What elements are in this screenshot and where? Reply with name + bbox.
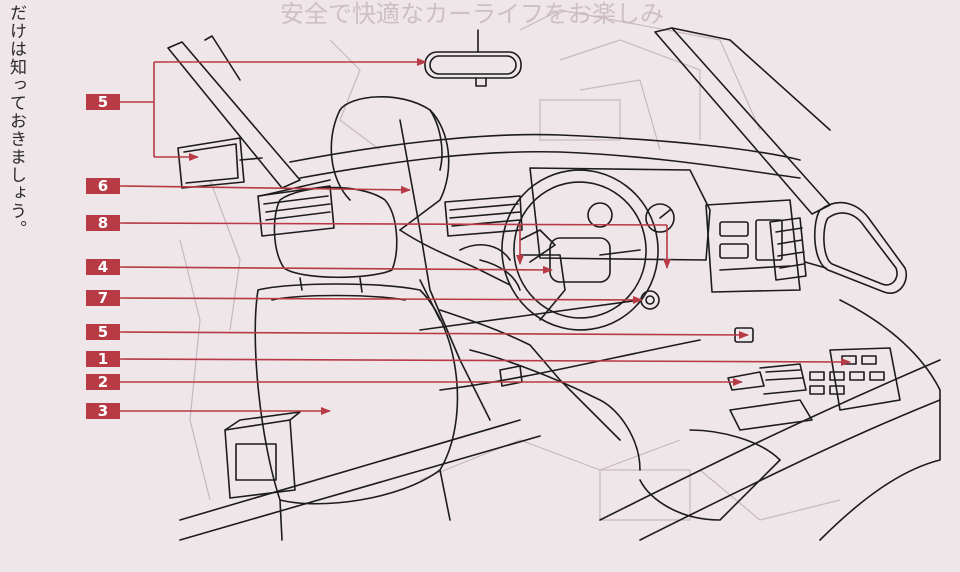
vertical-japanese-text: だけは知っておきましょう。 bbox=[6, 4, 26, 238]
callout-5-bottom: 5 bbox=[86, 323, 749, 341]
rear-seat-cushion bbox=[224, 411, 301, 499]
faint-background-sketch bbox=[179, 9, 841, 521]
center-air-vents bbox=[444, 195, 523, 237]
callouts: 5 6 8 4 bbox=[86, 58, 851, 420]
svg-text:5: 5 bbox=[98, 93, 108, 111]
callout-7: 7 bbox=[86, 289, 643, 307]
door-panel bbox=[819, 299, 941, 541]
callout-3: 3 bbox=[86, 402, 331, 420]
svg-text:8: 8 bbox=[98, 214, 108, 232]
svg-text:7: 7 bbox=[98, 289, 108, 307]
center-stack-controls bbox=[705, 199, 801, 293]
driver-seat bbox=[254, 283, 459, 541]
callout-4: 4 bbox=[86, 258, 553, 276]
right-side-mirror bbox=[804, 201, 907, 294]
svg-text:6: 6 bbox=[98, 177, 108, 195]
callout-8: 8 bbox=[86, 214, 671, 269]
svg-text:3: 3 bbox=[98, 402, 108, 420]
svg-text:2: 2 bbox=[98, 373, 108, 391]
door-lock-lever bbox=[727, 363, 807, 395]
callout-5-top: 5 bbox=[86, 58, 427, 161]
right-a-pillar bbox=[654, 27, 831, 215]
floor-line bbox=[179, 419, 521, 521]
seat-belt bbox=[399, 119, 491, 421]
faded-header-text: 安全で快適なカーライフをお楽しみ bbox=[280, 0, 664, 24]
left-side-mirror bbox=[177, 137, 263, 189]
ignition bbox=[640, 290, 660, 310]
driver-figure bbox=[330, 96, 641, 471]
callout-6: 6 bbox=[86, 177, 411, 195]
steering-wheel bbox=[501, 169, 659, 331]
right-air-vent bbox=[769, 217, 807, 281]
rearview-mirror bbox=[424, 29, 522, 87]
svg-text:5: 5 bbox=[98, 323, 108, 341]
callout-2: 2 bbox=[86, 373, 743, 391]
power-window-switches bbox=[809, 347, 901, 411]
svg-text:4: 4 bbox=[98, 258, 108, 276]
headrest bbox=[273, 186, 398, 293]
left-a-pillar bbox=[167, 41, 301, 189]
armrest bbox=[729, 399, 813, 431]
callout-1: 1 bbox=[86, 350, 851, 368]
svg-text:1: 1 bbox=[98, 350, 108, 368]
center-console bbox=[499, 365, 523, 387]
dashboard-top bbox=[289, 133, 801, 163]
line-art bbox=[167, 27, 941, 541]
